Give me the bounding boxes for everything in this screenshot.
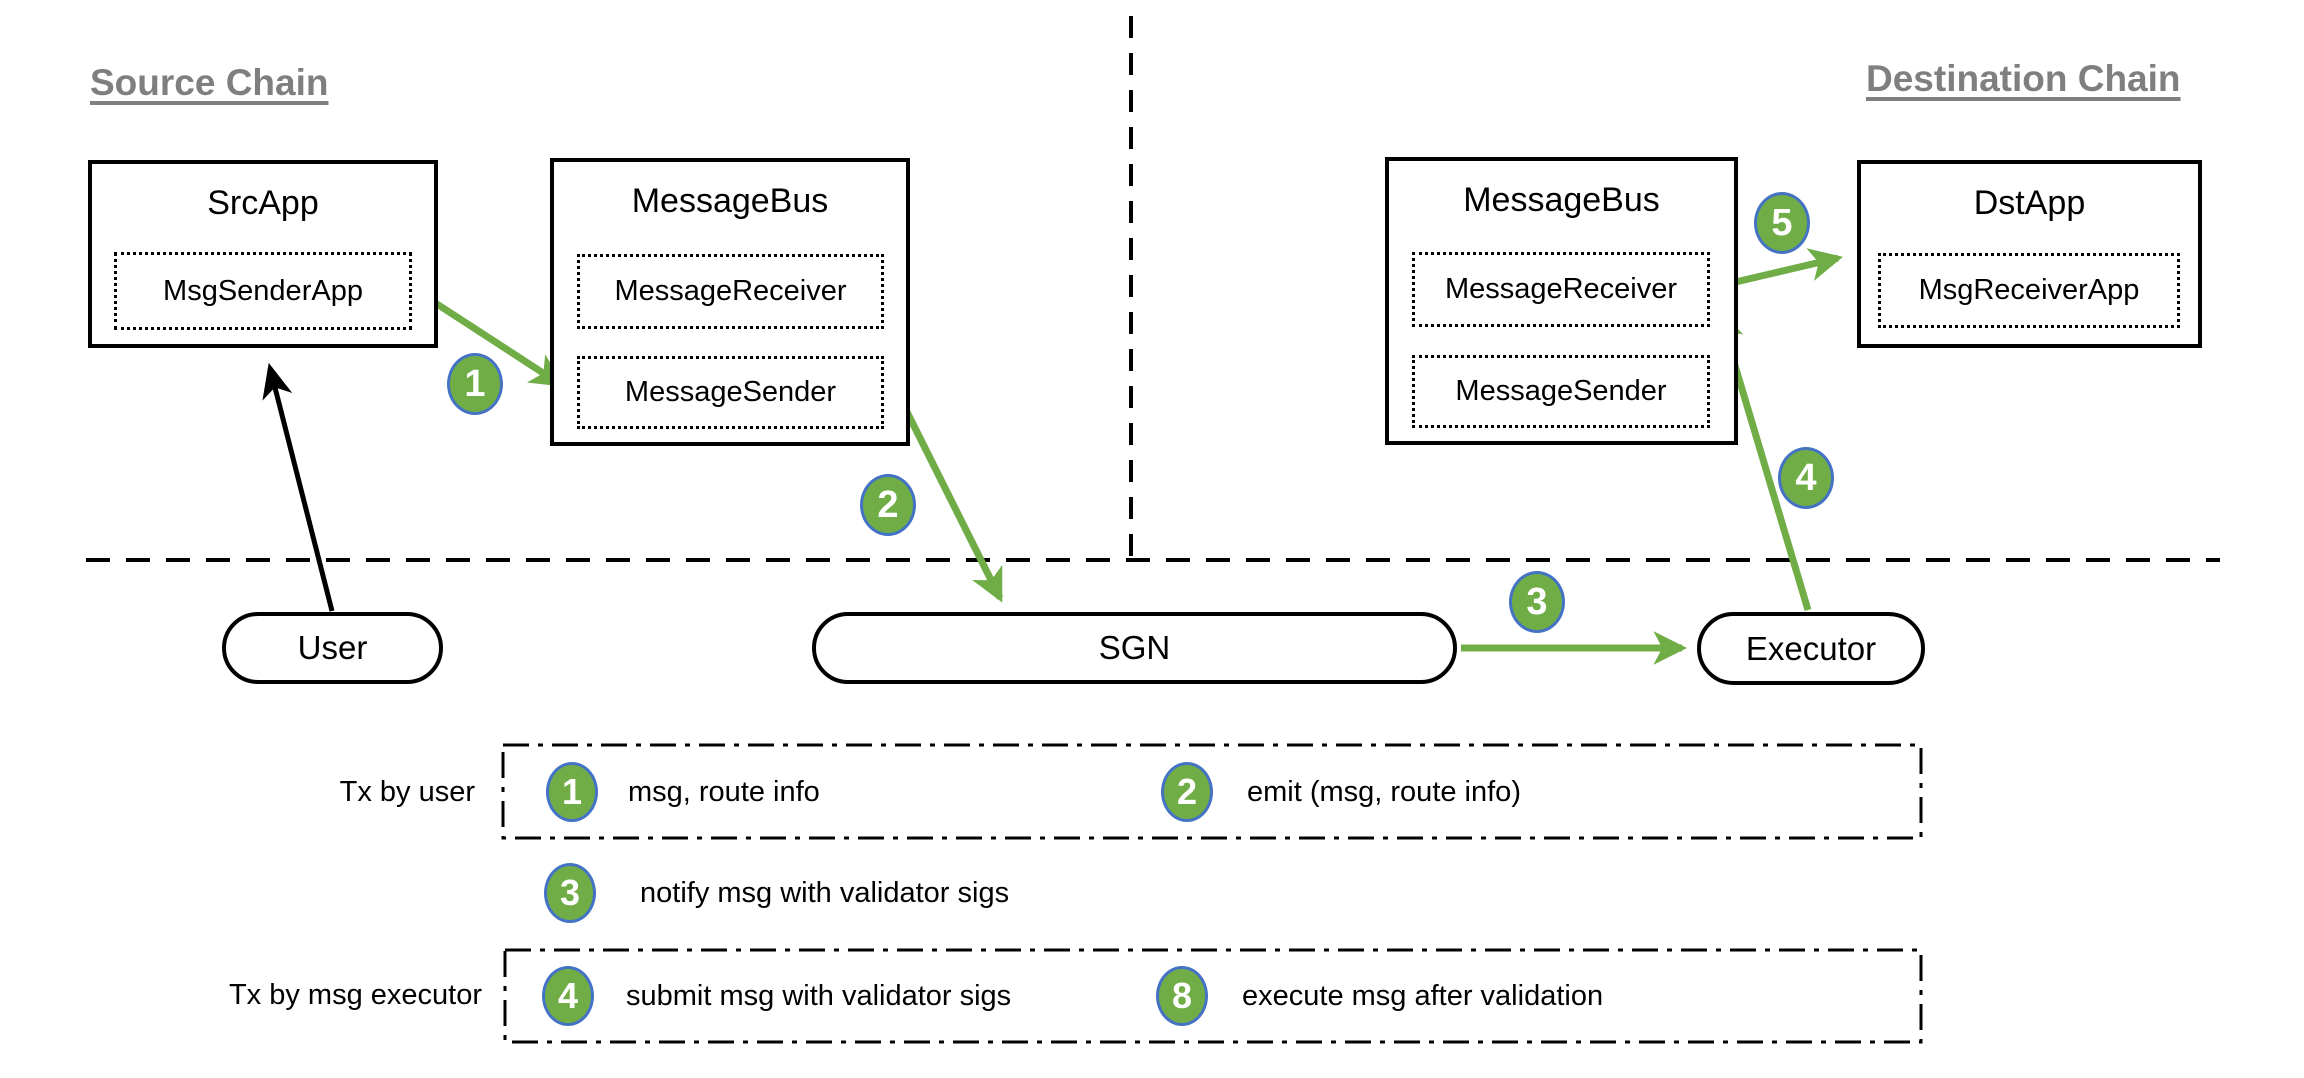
messagereceiver-right-box: MessageReceiver — [1412, 252, 1710, 327]
legend-badge-4: 4 — [542, 966, 594, 1026]
messagesender-right-box: MessageSender — [1412, 355, 1710, 428]
source-chain-heading: Source Chain — [90, 62, 329, 103]
user-pill: User — [222, 612, 443, 684]
messagesender-right-label: MessageSender — [1455, 375, 1667, 407]
executor-pill: Executor — [1697, 612, 1925, 685]
legend-badge-2: 2 — [1161, 762, 1213, 822]
legend-text-1: msg, route info — [628, 776, 820, 808]
user-to-srcapp-arrow — [262, 362, 335, 612]
msgsenderapp-label: MsgSenderApp — [163, 274, 363, 307]
legend-badge-8: 8 — [1156, 966, 1208, 1026]
messagesender-left-label: MessageSender — [624, 376, 837, 408]
legend-badge-3: 3 — [544, 863, 596, 923]
executor-label: Executor — [1745, 629, 1877, 667]
legend-text-4: submit msg with validator sigs — [626, 980, 1012, 1012]
legend-badge-1: 1 — [546, 762, 598, 822]
messagesender-left-box: MessageSender — [577, 356, 884, 429]
msgreceiverapp-label: MsgReceiverApp — [1918, 274, 2140, 306]
srcapp-title: SrcApp — [207, 184, 319, 222]
step-5-badge: 5 — [1754, 192, 1810, 254]
sgn-label: SGN — [1098, 629, 1171, 666]
messagereceiver-left-label: MessageReceiver — [614, 275, 847, 307]
step-1-badge: 1 — [447, 353, 503, 415]
legend-text-2: emit (msg, route info) — [1247, 776, 1521, 808]
messagereceiver-right-label: MessageReceiver — [1444, 273, 1678, 305]
step-3-badge: 3 — [1509, 571, 1565, 633]
step-2-badge: 2 — [860, 474, 916, 536]
messagebus-left-title: MessageBus — [631, 182, 829, 220]
step-4-badge: 4 — [1778, 447, 1834, 509]
legend-row-label-tx-by-user: Tx by user — [339, 776, 475, 808]
legend-row-label-tx-by-executor: Tx by msg executor — [228, 979, 482, 1011]
legend-text-3: notify msg with validator sigs — [640, 877, 1010, 909]
messagereceiver-left-box: MessageReceiver — [577, 254, 884, 329]
dstapp-title: DstApp — [1973, 184, 2086, 222]
msgreceiverapp-box: MsgReceiverApp — [1878, 253, 2180, 328]
user-label: User — [297, 629, 368, 666]
messagebus-right-title: MessageBus — [1463, 181, 1660, 219]
sgn-pill: SGN — [812, 612, 1457, 684]
msgsenderapp-box: MsgSenderApp — [114, 252, 412, 330]
legend-text-8: execute msg after validation — [1242, 980, 1604, 1012]
destination-chain-heading: Destination Chain — [1866, 58, 2181, 99]
